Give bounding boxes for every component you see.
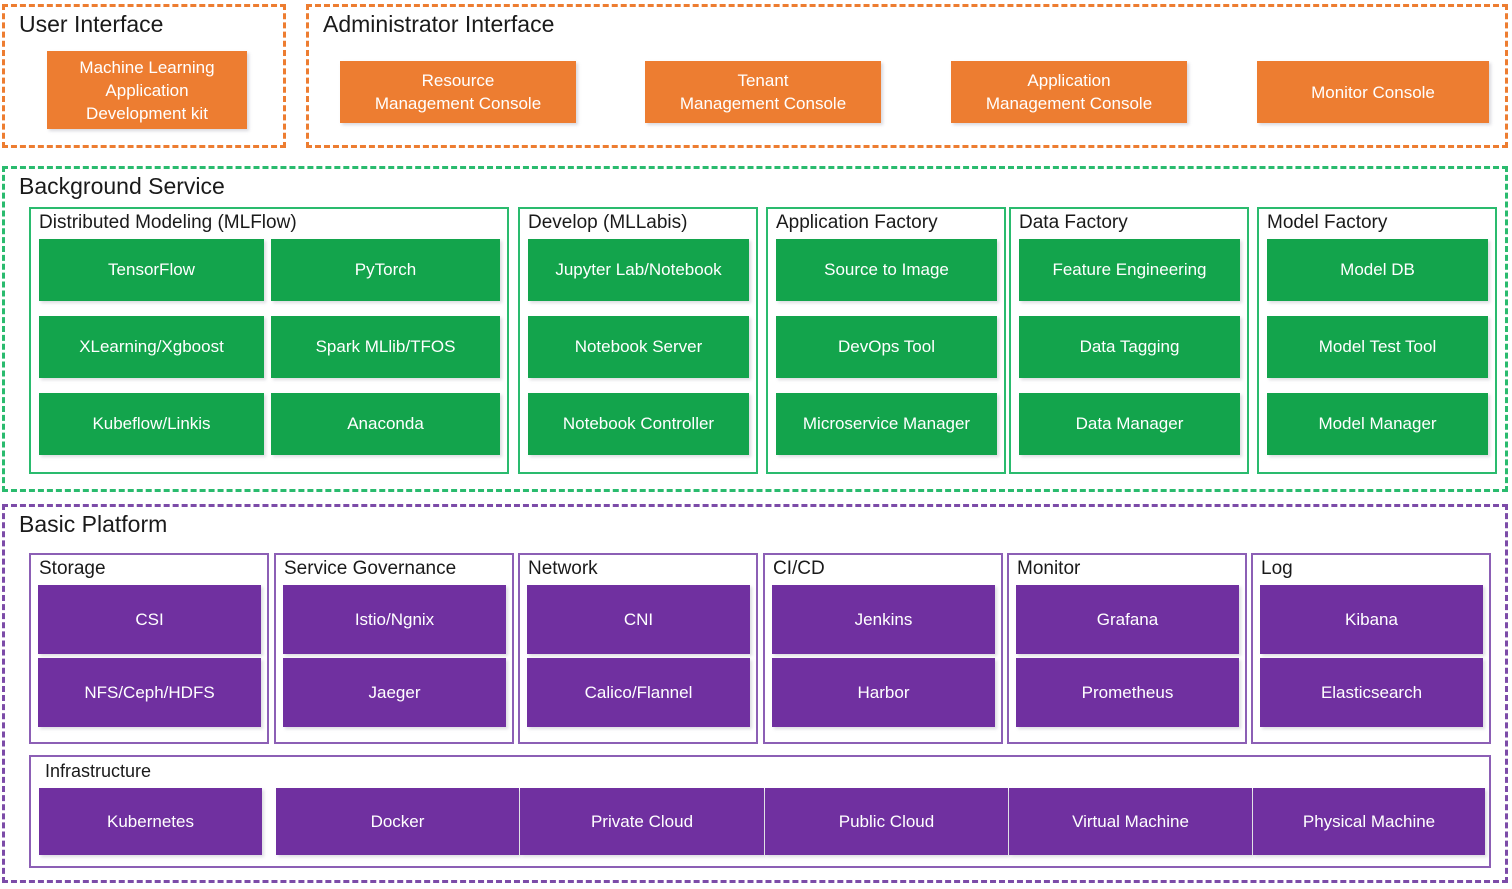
tile-monitor-console[interactable]: Monitor Console bbox=[1257, 61, 1489, 123]
tile-calico-flannel[interactable]: Calico/Flannel bbox=[527, 658, 750, 727]
group-title-storage: Storage bbox=[39, 558, 106, 579]
tile-elasticsearch[interactable]: Elasticsearch bbox=[1260, 658, 1483, 727]
band-title-administrator-interface: Administrator Interface bbox=[323, 11, 555, 37]
group-log: Log Kibana Elasticsearch bbox=[1251, 553, 1491, 744]
tile-feature-engineering[interactable]: Feature Engineering bbox=[1019, 239, 1240, 301]
tile-xlearning-xgboost[interactable]: XLearning/Xgboost bbox=[39, 316, 264, 378]
tile-kibana[interactable]: Kibana bbox=[1260, 585, 1483, 654]
tile-jenkins[interactable]: Jenkins bbox=[772, 585, 995, 654]
tile-data-manager[interactable]: Data Manager bbox=[1019, 393, 1240, 455]
band-title-background-service: Background Service bbox=[19, 173, 225, 199]
tile-virtual-machine[interactable]: Virtual Machine bbox=[1009, 788, 1252, 855]
group-data-factory: Data Factory Feature Engineering Data Ta… bbox=[1009, 207, 1249, 474]
group-title-application-factory: Application Factory bbox=[776, 212, 938, 233]
tile-source-to-image[interactable]: Source to Image bbox=[776, 239, 997, 301]
group-infrastructure: Infrastructure Kubernetes Docker Private… bbox=[29, 755, 1491, 868]
tile-microservice-manager[interactable]: Microservice Manager bbox=[776, 393, 997, 455]
band-title-basic-platform: Basic Platform bbox=[19, 511, 168, 537]
band-background-service: Background Service Distributed Modeling … bbox=[2, 166, 1508, 492]
tile-resource-management-console[interactable]: Resource Management Console bbox=[340, 61, 576, 123]
tile-physical-machine[interactable]: Physical Machine bbox=[1253, 788, 1485, 855]
tile-grafana[interactable]: Grafana bbox=[1016, 585, 1239, 654]
band-title-user-interface: User Interface bbox=[19, 11, 164, 37]
tile-tenant-management-console[interactable]: Tenant Management Console bbox=[645, 61, 881, 123]
tile-nfs-ceph-hdfs[interactable]: NFS/Ceph/HDFS bbox=[38, 658, 261, 727]
tile-notebook-server[interactable]: Notebook Server bbox=[528, 316, 749, 378]
tile-cni[interactable]: CNI bbox=[527, 585, 750, 654]
band-basic-platform: Basic Platform Storage CSI NFS/Ceph/HDFS… bbox=[2, 504, 1508, 883]
group-model-factory: Model Factory Model DB Model Test Tool M… bbox=[1257, 207, 1497, 474]
group-title-distributed-modeling: Distributed Modeling (MLFlow) bbox=[39, 212, 297, 233]
band-administrator-interface: Administrator Interface Resource Managem… bbox=[306, 4, 1508, 148]
group-title-cicd: CI/CD bbox=[773, 558, 825, 579]
group-develop: Develop (MLLabis) Jupyter Lab/Notebook N… bbox=[518, 207, 758, 474]
tile-model-db[interactable]: Model DB bbox=[1267, 239, 1488, 301]
group-title-monitor: Monitor bbox=[1017, 558, 1081, 579]
tile-spark-mllib-tfos[interactable]: Spark MLlib/TFOS bbox=[271, 316, 500, 378]
group-title-model-factory: Model Factory bbox=[1267, 212, 1388, 233]
tile-public-cloud[interactable]: Public Cloud bbox=[765, 788, 1008, 855]
group-title-service-governance: Service Governance bbox=[284, 558, 457, 579]
tile-notebook-controller[interactable]: Notebook Controller bbox=[528, 393, 749, 455]
group-cicd: CI/CD Jenkins Harbor bbox=[763, 553, 1003, 744]
group-title-develop: Develop (MLLabis) bbox=[528, 212, 688, 233]
tile-anaconda[interactable]: Anaconda bbox=[271, 393, 500, 455]
tile-ml-app-dev-kit[interactable]: Machine Learning Application Development… bbox=[47, 51, 247, 129]
group-title-network: Network bbox=[528, 558, 598, 579]
group-storage: Storage CSI NFS/Ceph/HDFS bbox=[29, 553, 269, 744]
tile-prometheus[interactable]: Prometheus bbox=[1016, 658, 1239, 727]
group-title-data-factory: Data Factory bbox=[1019, 212, 1128, 233]
group-title-log: Log bbox=[1261, 558, 1293, 579]
tile-kubeflow-linkis[interactable]: Kubeflow/Linkis bbox=[39, 393, 264, 455]
group-distributed-modeling: Distributed Modeling (MLFlow) TensorFlow… bbox=[29, 207, 509, 474]
tile-docker[interactable]: Docker bbox=[276, 788, 519, 855]
band-user-interface: User Interface Machine Learning Applicat… bbox=[2, 4, 286, 148]
tile-istio-ngnix[interactable]: Istio/Ngnix bbox=[283, 585, 506, 654]
tile-devops-tool[interactable]: DevOps Tool bbox=[776, 316, 997, 378]
group-service-governance: Service Governance Istio/Ngnix Jaeger bbox=[274, 553, 514, 744]
tile-harbor[interactable]: Harbor bbox=[772, 658, 995, 727]
tile-model-test-tool[interactable]: Model Test Tool bbox=[1267, 316, 1488, 378]
group-title-infrastructure: Infrastructure bbox=[45, 761, 152, 781]
tile-jupyter-lab-notebook[interactable]: Jupyter Lab/Notebook bbox=[528, 239, 749, 301]
tile-tensorflow[interactable]: TensorFlow bbox=[39, 239, 264, 301]
tile-model-manager[interactable]: Model Manager bbox=[1267, 393, 1488, 455]
tile-application-management-console[interactable]: Application Management Console bbox=[951, 61, 1187, 123]
tile-pytorch[interactable]: PyTorch bbox=[271, 239, 500, 301]
tile-csi[interactable]: CSI bbox=[38, 585, 261, 654]
group-application-factory: Application Factory Source to Image DevO… bbox=[766, 207, 1006, 474]
group-monitor: Monitor Grafana Prometheus bbox=[1007, 553, 1247, 744]
tile-kubernetes[interactable]: Kubernetes bbox=[39, 788, 262, 855]
tile-private-cloud[interactable]: Private Cloud bbox=[520, 788, 764, 855]
tile-jaeger[interactable]: Jaeger bbox=[283, 658, 506, 727]
group-network: Network CNI Calico/Flannel bbox=[518, 553, 758, 744]
tile-data-tagging[interactable]: Data Tagging bbox=[1019, 316, 1240, 378]
